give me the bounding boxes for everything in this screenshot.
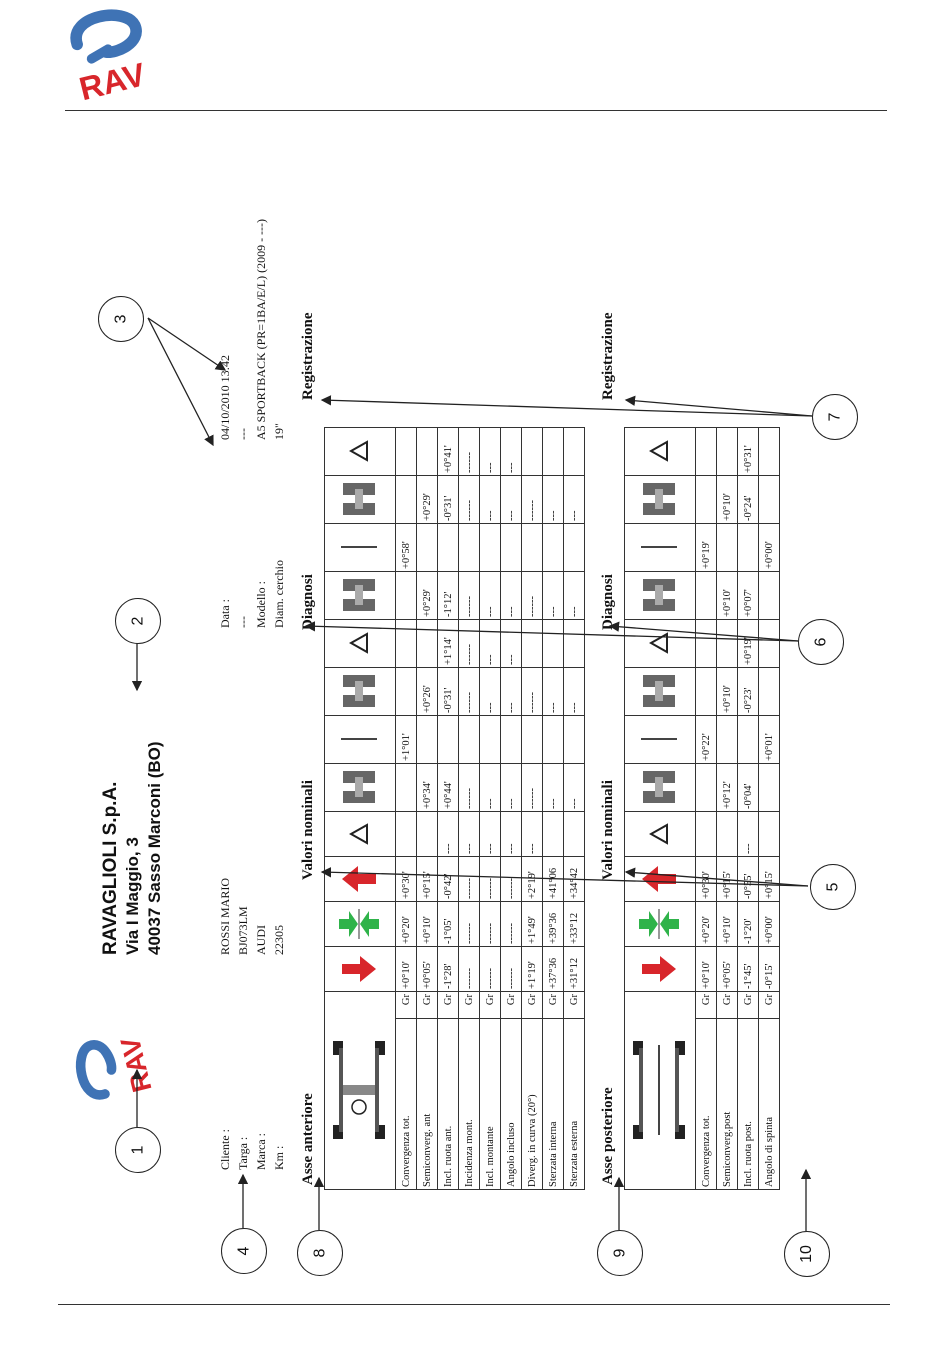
left-wheel-icon-reg	[324, 571, 396, 620]
right-wheel-icon-rear-reg	[624, 475, 696, 524]
callout-5: 5	[810, 864, 856, 910]
callout-4: 4	[221, 1228, 267, 1274]
callout-7: 7	[812, 394, 858, 440]
axis-bar-icon	[324, 715, 396, 764]
right-wheel-icon	[324, 667, 396, 716]
front-axle-table: Convergenza tot.Gr+0°10'+0°20'+0°30'+1°0…	[324, 427, 585, 1190]
front-axle-car-icon	[332, 1041, 385, 1140]
callout-6: 6	[798, 619, 844, 665]
front-axle-diagram-cell	[324, 991, 396, 1190]
delta-icon-diag	[324, 619, 396, 668]
callout-2: 2	[115, 598, 161, 644]
arrows-converge-icon	[324, 901, 396, 947]
callout-3: 3	[98, 296, 144, 342]
axis-bar-icon-rear-reg	[624, 523, 696, 572]
rear-axle-car-icon	[632, 1041, 685, 1140]
header-rule	[65, 110, 887, 111]
arrow-up-icon-rear	[624, 856, 696, 902]
axis-bar-icon-rear	[624, 715, 696, 764]
company-logo-small: RAV	[76, 1034, 153, 1100]
right-wheel-icon-rear	[624, 667, 696, 716]
delta-icon-rear	[624, 811, 696, 857]
right-wheel-icon-reg	[324, 475, 396, 524]
alignment-printout: RAV RAVAGLIOLI S.p.A. Via I Maggio, 3 40…	[76, 190, 780, 1200]
callout-10: 10	[784, 1231, 830, 1277]
footer-rule	[58, 1304, 890, 1305]
left-wheel-icon-rear-reg	[624, 571, 696, 620]
rear-axle-table: Convergenza tot.Gr+0°10'+0°20'+0°30'+0°2…	[624, 427, 780, 1190]
delta-icon-rear-reg	[624, 427, 696, 476]
callout-1: 1	[115, 1127, 161, 1173]
left-wheel-icon	[324, 763, 396, 812]
left-wheel-icon-rear	[624, 763, 696, 812]
company-logo: RAV	[70, 9, 149, 104]
arrow-down-icon	[324, 946, 396, 992]
delta-icon	[324, 811, 396, 857]
arrow-down-icon-rear	[624, 946, 696, 992]
arrows-converge-icon-rear	[624, 901, 696, 947]
delta-icon-rear-diag	[624, 619, 696, 668]
axis-bar-icon-reg	[324, 523, 396, 572]
callout-8: 8	[297, 1230, 343, 1276]
delta-icon-reg	[324, 427, 396, 476]
callout-9: 9	[597, 1230, 643, 1276]
rear-axle-diagram-cell	[624, 991, 696, 1190]
